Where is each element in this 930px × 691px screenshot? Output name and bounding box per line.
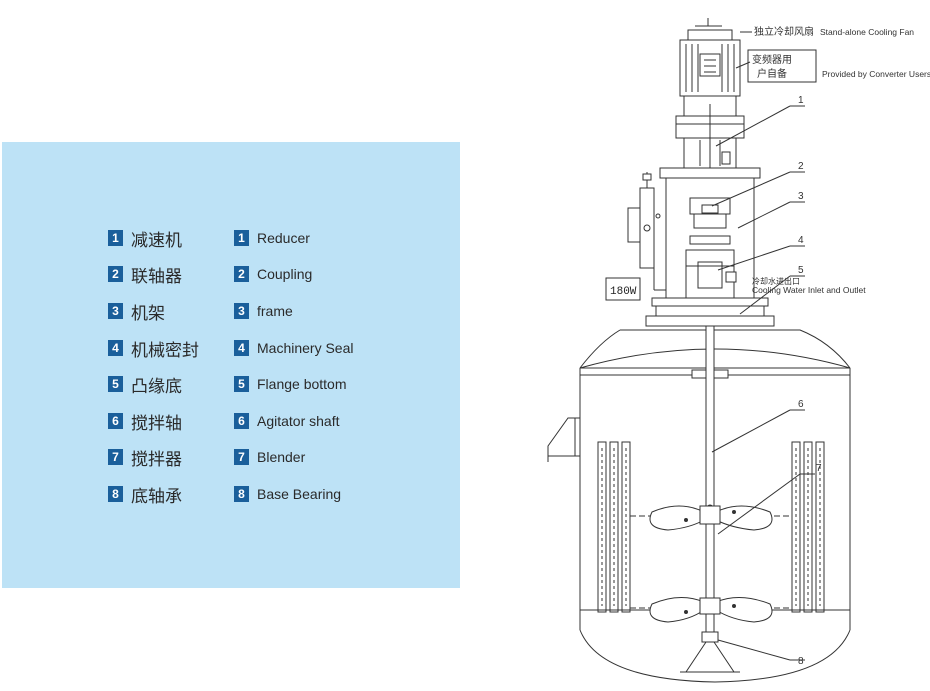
blender-lower: [630, 597, 790, 623]
legend-item-en-1: 1 Reducer: [234, 227, 310, 249]
legend-number-badge: 6: [234, 413, 249, 429]
legend-number-badge: 5: [108, 376, 123, 392]
legend-item-zh-5: 5 凸缘底: [108, 373, 182, 397]
fan-label-zh: 独立冷却风扇: [754, 25, 814, 38]
legend-label-en: Coupling: [257, 266, 313, 282]
legend-label-zh: 底轴承: [131, 486, 182, 507]
legend-number-badge: 5: [234, 376, 249, 392]
legend-item-en-2: 2 Coupling: [234, 263, 312, 285]
legend-item-zh-6: 6 搅拌轴: [108, 410, 182, 434]
legend-item-zh-2: 2 联轴器: [108, 263, 182, 287]
frame: [645, 167, 775, 327]
legend-label-zh: 搅拌器: [131, 449, 182, 470]
legend-item-zh-7: 7 搅拌器: [108, 446, 182, 470]
coil-left: [597, 441, 631, 613]
legend-label-en: frame: [257, 303, 293, 319]
legend-item-zh-1: 1 减速机: [108, 227, 182, 251]
converter-label-en: Provided by Converter Users: [822, 69, 930, 79]
legend-number-badge: 4: [234, 340, 249, 356]
legend-number-badge: 3: [108, 303, 123, 319]
legend-number-badge: 2: [234, 266, 249, 282]
base-bearing: [680, 631, 740, 673]
legend-label-en: Reducer: [257, 230, 310, 246]
legend-number-badge: 1: [234, 230, 249, 246]
legend-item-en-7: 7 Blender: [234, 446, 305, 468]
legend-number-badge: 7: [108, 449, 123, 465]
fan-label-en: Stand-alone Cooling Fan: [820, 27, 914, 37]
legend-number-badge: 6: [108, 413, 123, 429]
legend-item-zh-8: 8 底轴承: [108, 483, 182, 507]
callout-8: 8: [798, 656, 804, 667]
callout-4: 4: [798, 235, 804, 246]
vessel: [579, 325, 851, 683]
callout-7: 7: [816, 463, 822, 474]
legend-label-zh: 搅拌轴: [131, 413, 182, 434]
cooling-water-label-en: Cooling Water Inlet and Outlet: [752, 285, 866, 295]
legend-number-badge: 8: [234, 486, 249, 502]
side-nozzle: [547, 417, 580, 462]
coil-right: [791, 441, 825, 613]
motor-power-label: 180W: [610, 286, 637, 298]
converter-box: [747, 49, 817, 83]
legend-label-zh: 机架: [131, 303, 165, 324]
callout-2: 2: [798, 161, 804, 172]
legend-number-badge: 2: [108, 266, 123, 282]
legend-item-en-4: 4 Machinery Seal: [234, 337, 354, 359]
legend-number-badge: 4: [108, 340, 123, 356]
legend-item-en-3: 3 frame: [234, 300, 293, 322]
legend-number-badge: 3: [234, 303, 249, 319]
legend-label-en: Agitator shaft: [257, 413, 340, 429]
converter-label-zh-2: 户自备: [757, 67, 787, 80]
legend-item-zh-4: 4 机械密封: [108, 337, 199, 361]
leader-lines: [711, 31, 815, 661]
legend-item-en-6: 6 Agitator shaft: [234, 410, 340, 432]
converter-label-zh-1: 变频器用: [752, 53, 792, 66]
legend-number-badge: 7: [234, 449, 249, 465]
legend-number-badge: 8: [108, 486, 123, 502]
legend-label-en: Base Bearing: [257, 486, 342, 502]
callout-3: 3: [798, 191, 804, 202]
legend-label-zh: 联轴器: [131, 266, 182, 287]
side-drive-unit: [605, 172, 666, 301]
callout-6: 6: [798, 399, 804, 410]
legend-item-en-5: 5 Flange bottom: [234, 373, 347, 395]
legend-panel: [2, 142, 460, 588]
cooling-fan: [679, 18, 741, 97]
legend-label-en: Flange bottom: [257, 376, 347, 392]
legend-label-zh: 减速机: [131, 230, 182, 251]
agitator-shaft: [705, 325, 715, 633]
legend-item-zh-3: 3 机架: [108, 300, 165, 324]
legend-number-badge: 1: [108, 230, 123, 246]
callout-5: 5: [798, 265, 804, 276]
legend-label-zh: 凸缘底: [131, 376, 182, 397]
legend-item-en-8: 8 Base Bearing: [234, 483, 341, 505]
cooling-water-label-zh: 冷却水进出口: [752, 276, 800, 286]
legend-label-en: Blender: [257, 449, 306, 465]
legend-label-zh: 机械密封: [131, 340, 199, 361]
legend-label-en: Machinery Seal: [257, 340, 354, 356]
callout-1: 1: [798, 95, 804, 106]
